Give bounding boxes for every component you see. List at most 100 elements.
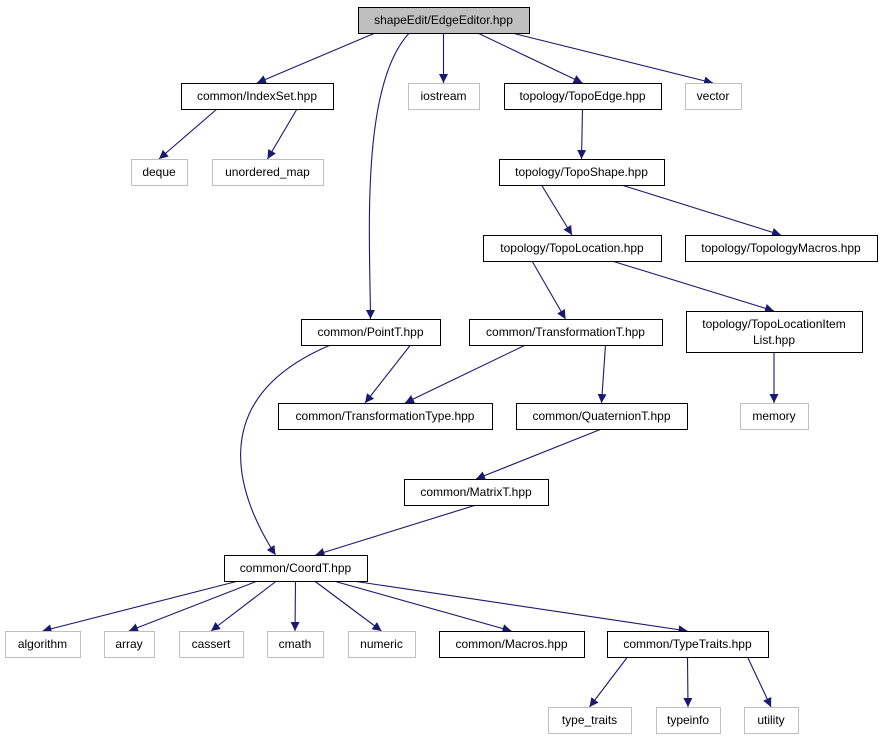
node-box [607, 631, 769, 658]
edge-transformationt-to-quaterniont [597, 344, 607, 404]
node-box [131, 159, 188, 186]
edge-root-to-topoedge [477, 32, 583, 84]
node-indexset[interactable]: common/IndexSet.hpp [181, 83, 334, 110]
edge-coordt-to-cmath [290, 580, 300, 632]
node-type-traits: type_traits [548, 707, 632, 734]
node-label: common/MatrixT.hpp [420, 485, 532, 499]
node-label: shapeEdit/EdgeEditor.hpp [374, 13, 513, 27]
node-label: common/TransformationT.hpp [486, 325, 645, 339]
node-box [740, 403, 809, 430]
node-box [499, 159, 665, 186]
node-quaterniont[interactable]: common/QuaternionT.hpp [516, 403, 688, 430]
node-box [224, 555, 368, 582]
edge-topolocation-to-transformationt [531, 260, 566, 320]
node-array: array [104, 631, 155, 658]
node-transformationt[interactable]: common/TransformationT.hpp [469, 319, 663, 346]
node-box [439, 631, 585, 658]
node-label: common/CoordT.hpp [240, 561, 352, 575]
dependency-nodes: shapeEdit/EdgeEditor.hpp common/IndexSet.… [5, 7, 878, 734]
node-box [656, 707, 721, 734]
edge-root-to-indexset [256, 32, 376, 84]
dependency-edges [42, 32, 782, 708]
node-label: array [115, 637, 142, 651]
node-topolocation[interactable]: topology/TopoLocation.hpp [483, 235, 662, 262]
node-label: common/QuaternionT.hpp [532, 409, 670, 423]
node-label: common/IndexSet.hpp [197, 89, 317, 103]
node-memory: memory [740, 403, 809, 430]
node-box [104, 631, 155, 658]
node-box [483, 235, 662, 262]
node-label: topology/TopologyMacros.hpp [701, 241, 861, 255]
node-label: common/TransformationType.hpp [296, 409, 475, 423]
edge-typetraits-to-utility [747, 656, 772, 708]
node-macros[interactable]: common/Macros.hpp [439, 631, 585, 658]
edge-root-to-vector [511, 32, 714, 86]
edge-topolocation-to-topolocationitemlist [611, 260, 775, 313]
edge-root-to-pointt [365, 32, 410, 320]
node-box [179, 631, 244, 658]
node-label: common/TypeTraits.hpp [623, 637, 752, 651]
node-label: iostream [420, 89, 466, 103]
edge-coordt-to-algorithm [42, 580, 239, 634]
edge-quaterniont-to-matrixt [475, 428, 602, 480]
node-algorithm: algorithm [5, 631, 81, 658]
node-box [469, 319, 663, 346]
node-box [5, 631, 81, 658]
node-label: algorithm [18, 637, 67, 651]
edge-typetraits-to-typeinfo [683, 656, 693, 708]
node-box [685, 83, 742, 110]
edge-indexset-to-unordered-map [267, 108, 298, 160]
node-label: List.hpp [753, 333, 795, 347]
node-box [181, 83, 334, 110]
node-pointt[interactable]: common/PointT.hpp [301, 319, 441, 346]
edge-matrixt-to-coordt [315, 504, 477, 557]
edge-transformationt-to-transformationtype [404, 344, 526, 404]
node-coordt[interactable]: common/CoordT.hpp [224, 555, 368, 582]
node-matrixt[interactable]: common/MatrixT.hpp [404, 479, 549, 506]
node-typeinfo: typeinfo [656, 707, 721, 734]
node-box [212, 159, 324, 186]
node-label: topology/TopoLocation.hpp [500, 241, 644, 255]
node-cmath: cmath [267, 631, 324, 658]
node-label: unordered_map [225, 165, 310, 179]
node-box [404, 479, 549, 506]
node-box [548, 707, 632, 734]
node-vector: vector [685, 83, 742, 110]
node-label: utility [757, 713, 784, 727]
node-label: common/PointT.hpp [317, 325, 423, 339]
node-root[interactable]: shapeEdit/EdgeEditor.hpp [358, 7, 530, 34]
node-label: cassert [192, 637, 231, 651]
node-transformationtype[interactable]: common/TransformationType.hpp [278, 403, 493, 430]
node-typetraits[interactable]: common/TypeTraits.hpp [607, 631, 769, 658]
edge-coordt-to-array [128, 580, 258, 632]
node-label: typeinfo [667, 713, 709, 727]
edge-topoedge-to-toposhape [577, 108, 587, 160]
node-topoedge[interactable]: topology/TopoEdge.hpp [504, 83, 662, 110]
node-label: type_traits [562, 713, 617, 727]
edge-coordt-to-typetraits [352, 580, 688, 635]
node-label: topology/TopoEdge.hpp [519, 89, 645, 103]
node-label: numeric [360, 637, 403, 651]
edge-toposhape-to-topolocation [541, 184, 573, 236]
node-box [516, 403, 688, 430]
node-label: cmath [279, 637, 312, 651]
node-label: topology/TopoLocationItem [702, 317, 845, 331]
edge-toposhape-to-topologymacros [621, 184, 782, 237]
node-deque: deque [131, 159, 188, 186]
node-box [408, 83, 480, 110]
node-topologymacros[interactable]: topology/TopologyMacros.hpp [685, 235, 878, 262]
node-toposhape[interactable]: topology/TopoShape.hpp [499, 159, 665, 186]
node-label: memory [752, 409, 795, 423]
node-utility: utility [744, 707, 799, 734]
node-box [267, 631, 324, 658]
edge-coordt-to-cassert [210, 580, 277, 632]
node-box [348, 631, 416, 658]
edge-typetraits-to-type-traits [589, 656, 628, 708]
node-cassert: cassert [179, 631, 244, 658]
node-box [301, 319, 441, 346]
node-box [686, 311, 863, 353]
node-box [685, 235, 878, 262]
node-label: deque [142, 165, 176, 179]
